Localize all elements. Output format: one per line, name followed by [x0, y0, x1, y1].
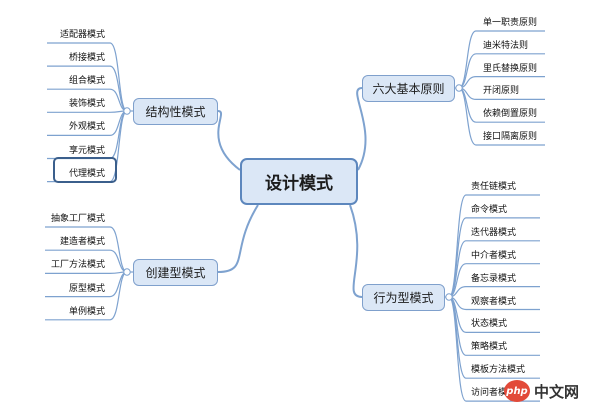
connector-line — [217, 110, 241, 171]
leaf-principles-2[interactable]: 里氏替换原则 — [483, 63, 538, 74]
leaf-principles-3[interactable]: 开闭原则 — [483, 86, 520, 97]
branch-behavioral[interactable]: 行为型模式 — [362, 284, 445, 311]
leaf-behavioral-7[interactable]: 策略模式 — [471, 342, 508, 353]
leaf-behavioral-5[interactable]: 观察者模式 — [471, 296, 517, 307]
connector-line — [356, 87, 367, 171]
connector-line — [448, 296, 540, 402]
leaf-structural-1[interactable]: 桥接模式 — [68, 53, 105, 64]
branch-creational[interactable]: 创建型模式 — [133, 259, 218, 286]
branch-principles[interactable]: 六大基本原则 — [362, 75, 455, 102]
leaf-behavioral-3[interactable]: 中介者模式 — [471, 250, 517, 261]
watermark-text: 中文网 — [534, 382, 580, 401]
leaf-behavioral-1[interactable]: 命令模式 — [471, 204, 508, 215]
connector-line — [217, 204, 259, 273]
watermark-logo: php — [504, 380, 530, 402]
leaf-behavioral-2[interactable]: 迭代器模式 — [471, 227, 517, 238]
leaf-principles-0[interactable]: 单一职责原则 — [483, 18, 538, 28]
watermark: php 中文网 — [504, 379, 596, 403]
leaf-creational-2[interactable]: 工厂方法模式 — [50, 260, 105, 271]
connector-line — [47, 42, 128, 112]
leaf-principles-5[interactable]: 接口隔离原则 — [483, 132, 538, 142]
connector-line — [47, 110, 128, 113]
branch-structural[interactable]: 结构性模式 — [133, 98, 218, 125]
leaf-creational-3[interactable]: 原型模式 — [68, 283, 105, 294]
leaf-behavioral-4[interactable]: 备忘录模式 — [471, 273, 517, 284]
connector-line — [45, 271, 128, 274]
leaf-structural-6[interactable]: 代理模式 — [68, 168, 105, 179]
leaf-behavioral-6[interactable]: 状态模式 — [471, 319, 508, 330]
collapse-toggle[interactable] — [445, 293, 453, 301]
leaf-creational-1[interactable]: 建造者模式 — [59, 237, 105, 248]
leaf-creational-0[interactable]: 抽象工厂模式 — [50, 214, 105, 224]
leaf-structural-5[interactable]: 享元模式 — [68, 145, 105, 156]
leaf-structural-2[interactable]: 组合模式 — [68, 76, 105, 87]
leaf-behavioral-9[interactable]: 访问者模式 — [471, 388, 517, 399]
collapse-toggle[interactable] — [123, 107, 131, 115]
leaf-behavioral-8[interactable]: 模板方法模式 — [471, 365, 526, 376]
leaf-structural-4[interactable]: 外观模式 — [68, 122, 105, 133]
leaf-principles-1[interactable]: 迪米特法则 — [483, 40, 529, 51]
collapse-toggle[interactable] — [455, 84, 463, 92]
leaf-principles-4[interactable]: 依赖倒置原则 — [483, 109, 538, 120]
leaf-behavioral-0[interactable]: 责任链模式 — [471, 182, 517, 192]
central-topic[interactable]: 设计模式 — [240, 158, 358, 205]
leaf-structural-3[interactable]: 装饰模式 — [68, 99, 105, 110]
selection-highlight — [53, 157, 117, 183]
connector-line — [349, 204, 363, 298]
leaf-structural-0[interactable]: 适配器模式 — [59, 30, 105, 40]
collapse-toggle[interactable] — [123, 268, 131, 276]
leaf-creational-4[interactable]: 单例模式 — [68, 306, 105, 317]
